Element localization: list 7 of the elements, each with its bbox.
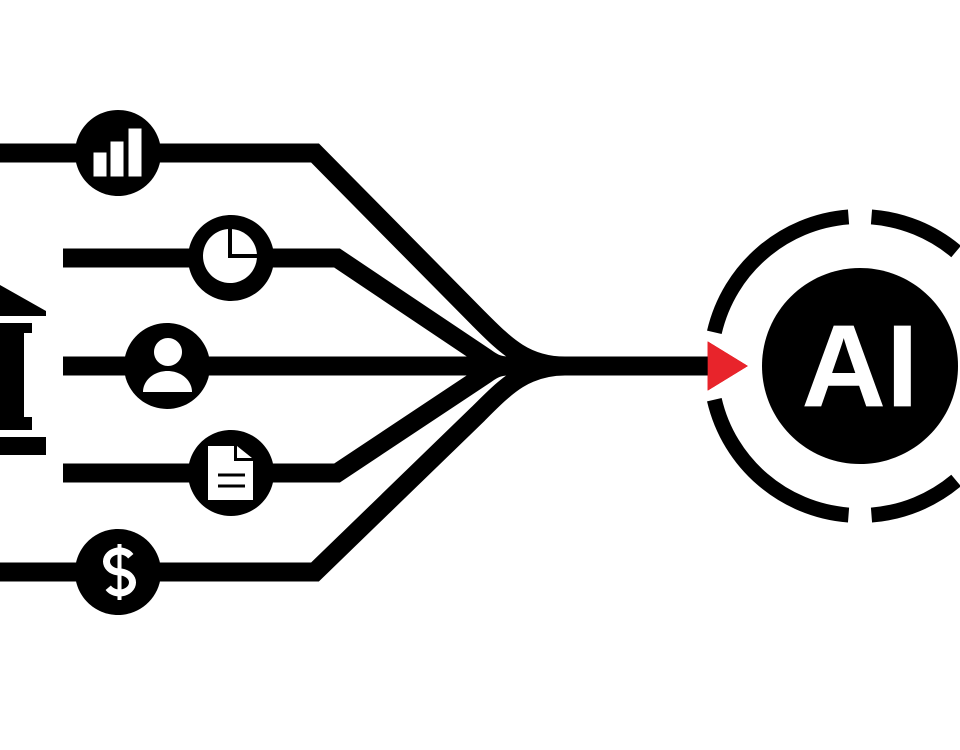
icon-circle: [75, 529, 161, 615]
connector-line: [0, 562, 77, 582]
connector-line: [63, 248, 190, 268]
connector-line: [63, 356, 126, 376]
connector-line: [0, 144, 77, 162]
arrow: [159, 342, 748, 582]
connector-line: [63, 464, 190, 482]
